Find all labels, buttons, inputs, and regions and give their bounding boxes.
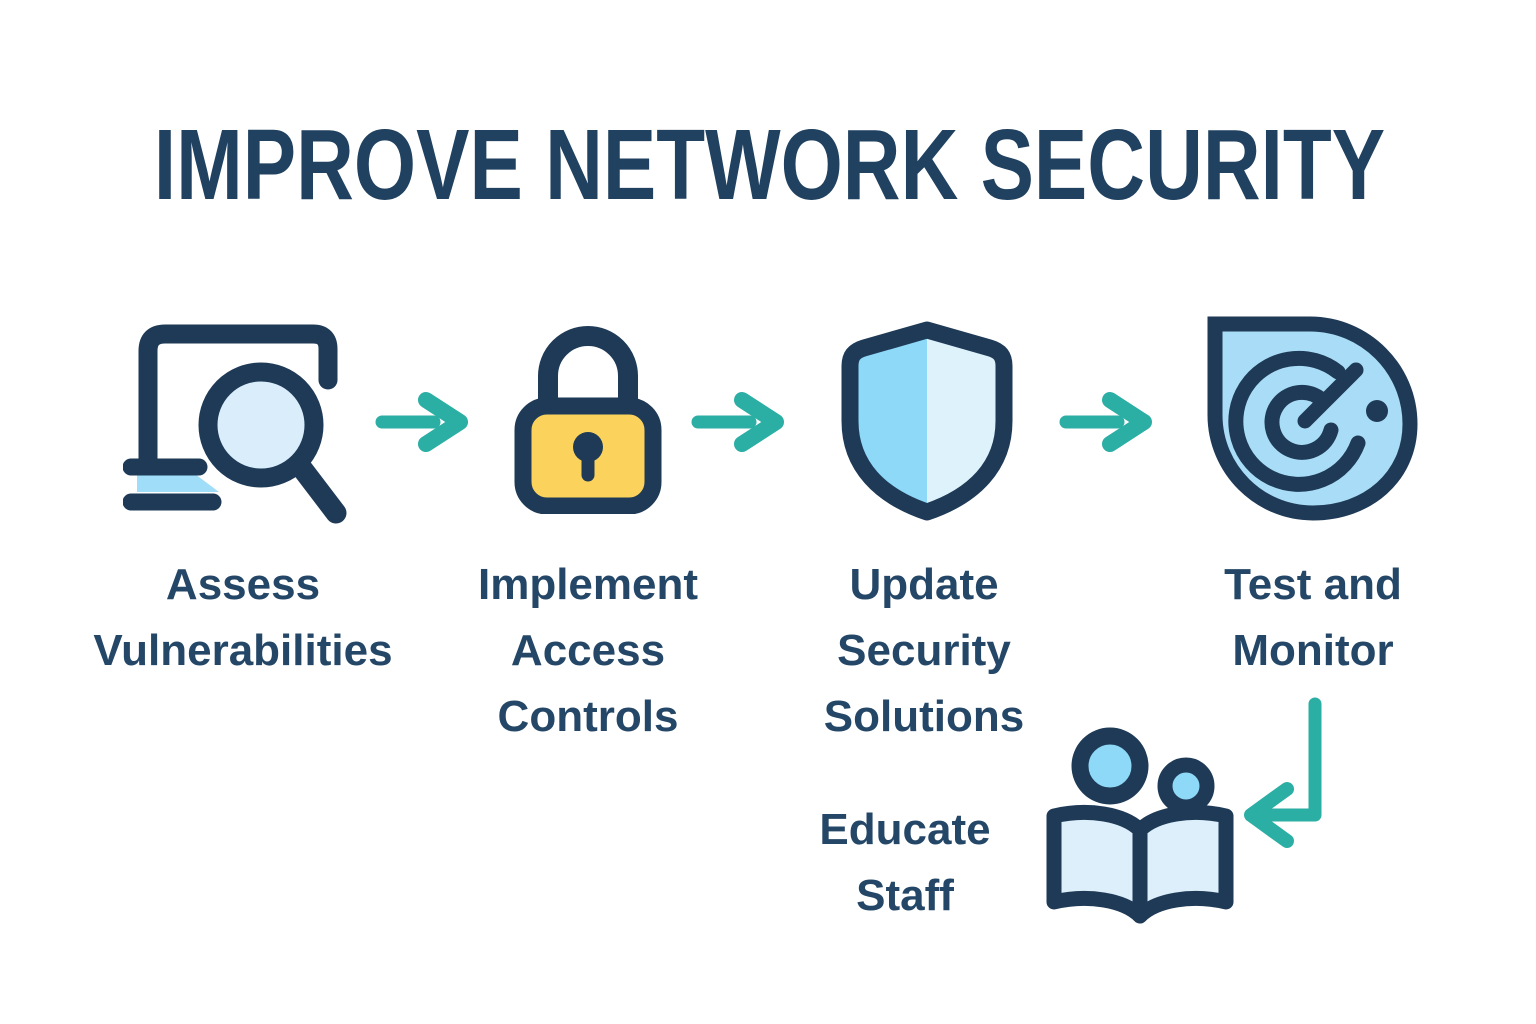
label-line: Assess bbox=[165, 560, 321, 609]
label-line: Implement bbox=[477, 560, 699, 609]
title-wrap: IMPROVE NETWORK SECURITY bbox=[0, 108, 1536, 223]
step-label-test-and-monitor: Test and Monitor bbox=[1103, 552, 1523, 684]
page-title: IMPROVE NETWORK SECURITY bbox=[153, 109, 1386, 221]
shield-icon bbox=[832, 318, 1022, 523]
padlock-icon bbox=[513, 314, 663, 514]
people-book-icon bbox=[1038, 722, 1243, 934]
radar-icon bbox=[1205, 314, 1420, 521]
arrow-right-icon bbox=[372, 388, 477, 456]
step-label-assess-vulnerabilities: Assess Vulnerabilities bbox=[33, 552, 453, 684]
arrow-right-icon bbox=[1056, 388, 1161, 456]
label-line: Update bbox=[849, 560, 999, 609]
label-line: Access bbox=[510, 626, 666, 675]
step-label-implement-access-controls: Implement Access Controls bbox=[378, 552, 798, 750]
arrow-right-icon bbox=[688, 388, 793, 456]
laptop-search-icon bbox=[123, 316, 365, 530]
label-line: Monitor bbox=[1232, 626, 1394, 675]
label-line: Solutions bbox=[823, 692, 1025, 741]
label-line: Test and bbox=[1224, 560, 1402, 609]
arrow-down-left-icon bbox=[1235, 696, 1330, 848]
label-line: Vulnerabilities bbox=[93, 626, 393, 675]
label-line: Educate bbox=[819, 805, 991, 854]
label-line: Controls bbox=[497, 692, 679, 741]
step-label-educate-staff: Educate Staff bbox=[695, 797, 1115, 929]
step-label-update-security-solutions: Update Security Solutions bbox=[714, 552, 1134, 750]
label-line: Security bbox=[837, 626, 1011, 675]
label-line: Staff bbox=[856, 871, 954, 920]
